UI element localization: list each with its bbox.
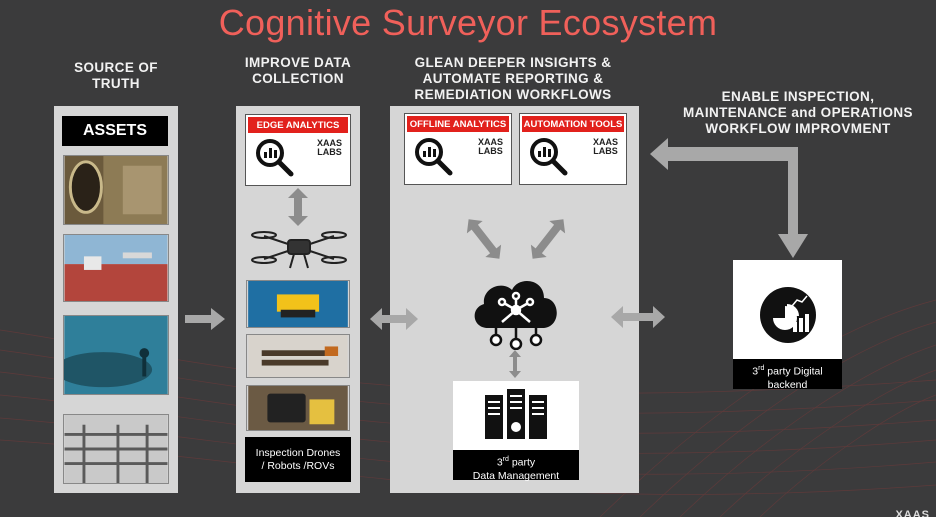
brand-line2: LABS (317, 147, 342, 157)
tablet-inspection-photo (246, 385, 350, 431)
arrow-automation-cloud (530, 219, 566, 259)
heading-enable-inspection: ENABLE INSPECTION, MAINTENANCE and OPERA… (683, 89, 913, 136)
cloud-network-icon (474, 280, 557, 350)
pie-chart-icon (760, 287, 816, 343)
caption-party: party (508, 456, 536, 469)
asset-photo-ship-interior (63, 155, 169, 225)
caption-party: party Digital (764, 365, 823, 378)
magnifier-chart-icon (256, 139, 294, 177)
caption-line2: backend (767, 378, 808, 391)
server-icon (485, 389, 547, 439)
caption-line2: Data Management (472, 469, 560, 482)
page-title: Cognitive Surveyor Ecosystem (218, 2, 718, 43)
digital-backend-caption: 3rd party Digital backend (733, 359, 842, 391)
magnifier-chart-icon (415, 138, 453, 176)
brand-line2: LABS (478, 146, 503, 156)
magnifier-chart-icon (530, 138, 568, 176)
caption-num: 3 (496, 456, 503, 469)
brand-line1: XAAS (316, 138, 342, 148)
brand-line1: XAAS (592, 137, 618, 147)
heading-improve-data: IMPROVE DATA COLLECTION (244, 55, 352, 86)
arrow-collection-insights (370, 308, 418, 330)
data-management-caption: 3rd party Data Management (453, 450, 579, 482)
arrow-cloud-datamgmt (509, 350, 521, 378)
automation-tools-tag: AUTOMATION TOOLS (522, 116, 624, 132)
arrow-assets-to-collection (185, 308, 225, 330)
brand-line1: XAAS (477, 137, 503, 147)
asset-photo-underwater-pipe (63, 315, 169, 395)
assets-label: ASSETS (62, 116, 168, 146)
asset-photo-industrial-piping (63, 414, 169, 484)
robot-crawler-photo (246, 334, 350, 378)
rov-photo (246, 280, 350, 328)
heading-source-of-truth: SOURCE OF TRUTH (74, 60, 158, 91)
brand-line2: LABS (593, 146, 618, 156)
arrow-backend-loop (650, 138, 808, 258)
data-management-card: 3rd party Data Management (453, 381, 579, 482)
heading-glean-insights: GLEAN DEEPER INSIGHTS & AUTOMATE REPORTI… (414, 55, 612, 102)
digital-backend-card: 3rd party Digital backend (733, 260, 842, 391)
arrow-offline-cloud (466, 219, 502, 259)
caption-sup: rd (758, 365, 765, 372)
caption-sup: rd (502, 456, 509, 463)
offline-analytics-tag: OFFLINE ANALYTICS (407, 116, 509, 132)
arrow-edge-drone (288, 188, 308, 226)
arrow-insights-backend (611, 306, 665, 328)
asset-photo-ship-deck (63, 234, 169, 302)
inspection-caption: Inspection Drones / Robots /ROVs (245, 437, 351, 482)
edge-analytics-tag: EDGE ANALYTICS (248, 117, 348, 133)
drone-icon (251, 231, 347, 269)
caption-num: 3 (752, 365, 759, 378)
corner-logo-text: XAAS (895, 509, 930, 517)
